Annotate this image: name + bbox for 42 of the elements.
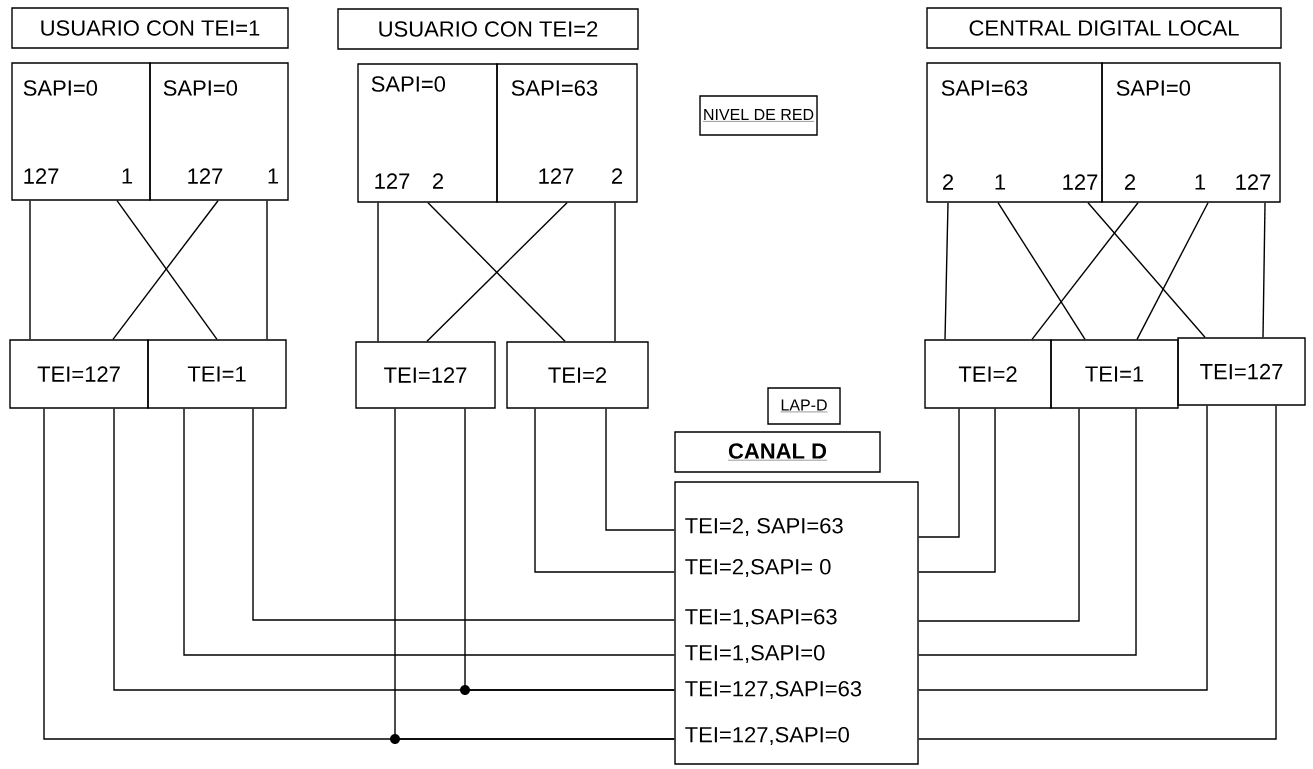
sapi-box: SAPI=0 127 1 — [149, 62, 289, 201]
connector-line — [1087, 202, 1206, 338]
tei-box: TEI=1 — [147, 339, 287, 409]
connector-line — [918, 408, 1080, 622]
connector-line — [997, 202, 1086, 340]
channel-box: TEI=2, SAPI=63 TEI=2,SAPI= 0 TEI=1,SAPI=63 TEI=1,SAPI=0 TEI=127,SAPI=63 TEI=127,SAPI=0 — [674, 481, 919, 765]
title-box: USUARIO CON TEI=2 — [337, 8, 639, 50]
connector-line — [29, 200, 31, 340]
sapi-box: SAPI=0 127 2 — [357, 63, 498, 203]
connector-line — [1136, 202, 1209, 340]
layer-label-box: NIVEL DE RED — [699, 95, 818, 136]
connector-line — [918, 408, 996, 573]
connector-line — [1031, 202, 1139, 340]
connector-line — [944, 202, 949, 340]
tei-box: TEI=127 — [355, 341, 496, 409]
connector-line — [266, 200, 268, 340]
sapi-box: SAPI=63 2 1 127 — [926, 62, 1103, 203]
connector-line — [918, 408, 960, 538]
sapi-box: SAPI=0 2 1 127 — [1101, 62, 1281, 203]
connector-line — [464, 408, 675, 691]
connector-line — [394, 408, 675, 740]
connector-line — [614, 202, 616, 342]
sapi-box: SAPI=0 127 1 — [11, 62, 151, 201]
layer-label-box: LAP-D — [767, 387, 841, 425]
connector-line — [918, 408, 1137, 656]
connector-line — [918, 405, 1208, 691]
connector-line — [605, 408, 675, 531]
title-box: USUARIO CON TEI=1 — [11, 7, 289, 49]
connector-line — [1262, 202, 1266, 338]
connector-line — [534, 408, 675, 573]
connector-line — [918, 405, 1277, 740]
connector-line — [252, 408, 675, 621]
channel-title-box: CANAL D — [674, 431, 881, 473]
tei-box: TEI=127 — [1177, 337, 1306, 406]
title-box: CENTRAL DIGITAL LOCAL — [926, 7, 1282, 49]
tei-box: TEI=2 — [506, 341, 649, 409]
tei-box: TEI=1 — [1050, 339, 1179, 409]
connector-line — [183, 408, 675, 656]
tei-box: TEI=127 — [9, 339, 149, 409]
sapi-box: SAPI=63 127 2 — [496, 63, 638, 203]
tei-box: TEI=2 — [924, 339, 1052, 409]
connector-line — [377, 202, 379, 342]
